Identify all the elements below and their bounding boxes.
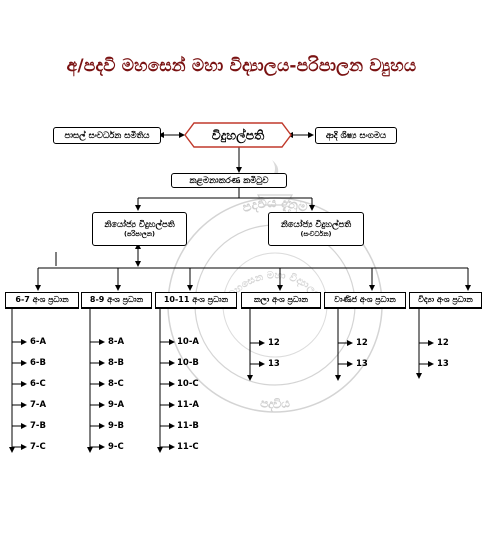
class-label: 11-B bbox=[177, 421, 199, 431]
class-label: 7-A bbox=[30, 400, 47, 410]
management-committee-label: කළමනාකරණ කමිටුව bbox=[189, 175, 269, 186]
class-label: 13 bbox=[268, 359, 280, 369]
department-head-label: විද්‍යා අංශ ප්‍රධාන bbox=[418, 295, 473, 304]
department-head-6-7: 6-7 අංශ ප්‍රධාන bbox=[5, 292, 79, 309]
class-label: 13 bbox=[356, 359, 368, 369]
class-label: 10-C bbox=[177, 379, 199, 389]
deputy-principal-admin-title: නියෝජ්‍ය විදුහල්පති bbox=[104, 219, 175, 230]
class-label: 6-A bbox=[30, 337, 47, 347]
class-label: 12 bbox=[437, 338, 449, 348]
class-label: 11-C bbox=[177, 442, 199, 452]
class-label: 7-B bbox=[30, 421, 46, 431]
department-head-science: විද්‍යා අංශ ප්‍රධාන bbox=[409, 292, 482, 309]
past-pupils-association-label: ආදි ශිෂ්‍ය සංගමය bbox=[325, 130, 387, 141]
department-head-arts: කලා අංශ ප්‍රධාන bbox=[241, 292, 321, 309]
seal-bottom-text: පදවිය bbox=[259, 396, 291, 413]
page-title: අ/පදවි මහසෙන් මහා විද්‍යාලය-පරිපාලන ව්‍ය… bbox=[66, 56, 417, 76]
class-label: 10-B bbox=[177, 358, 199, 368]
class-label: 6-B bbox=[30, 358, 46, 368]
principal-node: විදුහල්පති bbox=[184, 122, 292, 148]
class-label: 9-B bbox=[108, 421, 124, 431]
deputy-principal-development-box: නියෝජ්‍ය විදුහල්පති (සංවර්ධන) bbox=[268, 212, 364, 246]
department-head-8-9: 8-9 අංශ ප්‍රධාන bbox=[81, 292, 152, 309]
class-label: 9-C bbox=[108, 442, 124, 452]
class-label: 8-A bbox=[108, 337, 125, 347]
management-committee-box: කළමනාකරණ කමිටුව bbox=[171, 173, 287, 188]
class-label: 10-A bbox=[177, 337, 199, 347]
department-head-label: 8-9 අංශ ප්‍රධාන bbox=[89, 295, 144, 304]
class-label: 8-C bbox=[108, 379, 124, 389]
principal-label: විදුහල්පති bbox=[212, 126, 265, 144]
class-label: 13 bbox=[437, 359, 449, 369]
class-label: 6-C bbox=[30, 379, 46, 389]
class-label: 8-B bbox=[108, 358, 124, 368]
class-label: 9-A bbox=[108, 400, 125, 410]
class-label: 12 bbox=[356, 338, 368, 348]
deputy-principal-admin-box: නියෝජ්‍ය විදුහල්පති (පරිපාලන) bbox=[92, 212, 187, 246]
department-head-label: වාණිජ අංශ ප්‍රධාන bbox=[334, 295, 396, 304]
school-development-society-label: පාසල් සංවර්ධන සමිතිය bbox=[64, 130, 150, 141]
department-head-10-11: 10-11 අංශ ප්‍රධාන bbox=[155, 292, 237, 309]
department-head-label: කලා අංශ ප්‍රධාන bbox=[254, 295, 308, 304]
past-pupils-association-box: ආදි ශිෂ්‍ය සංගමය bbox=[315, 127, 397, 144]
department-head-label: 10-11 අංශ ප්‍රධාන bbox=[163, 295, 229, 304]
department-head-commerce: වාණිජ අංශ ප්‍රධාන bbox=[324, 292, 406, 309]
class-label: 12 bbox=[268, 338, 280, 348]
department-head-label: 6-7 අංශ ප්‍රධාන bbox=[15, 295, 69, 304]
school-development-society-box: පාසල් සංවර්ධන සමිතිය bbox=[53, 127, 161, 144]
deputy-principal-development-title: නියෝජ්‍ය විදුහල්පති bbox=[280, 219, 352, 230]
svg-text:පදවිය: පදවිය bbox=[259, 396, 291, 413]
deputy-principal-admin-sub: (පරිපාලන) bbox=[123, 230, 156, 239]
deputy-principal-development-sub: (සංවර්ධන) bbox=[300, 230, 332, 239]
class-label: 7-C bbox=[30, 442, 46, 452]
class-label: 11-A bbox=[177, 400, 199, 410]
